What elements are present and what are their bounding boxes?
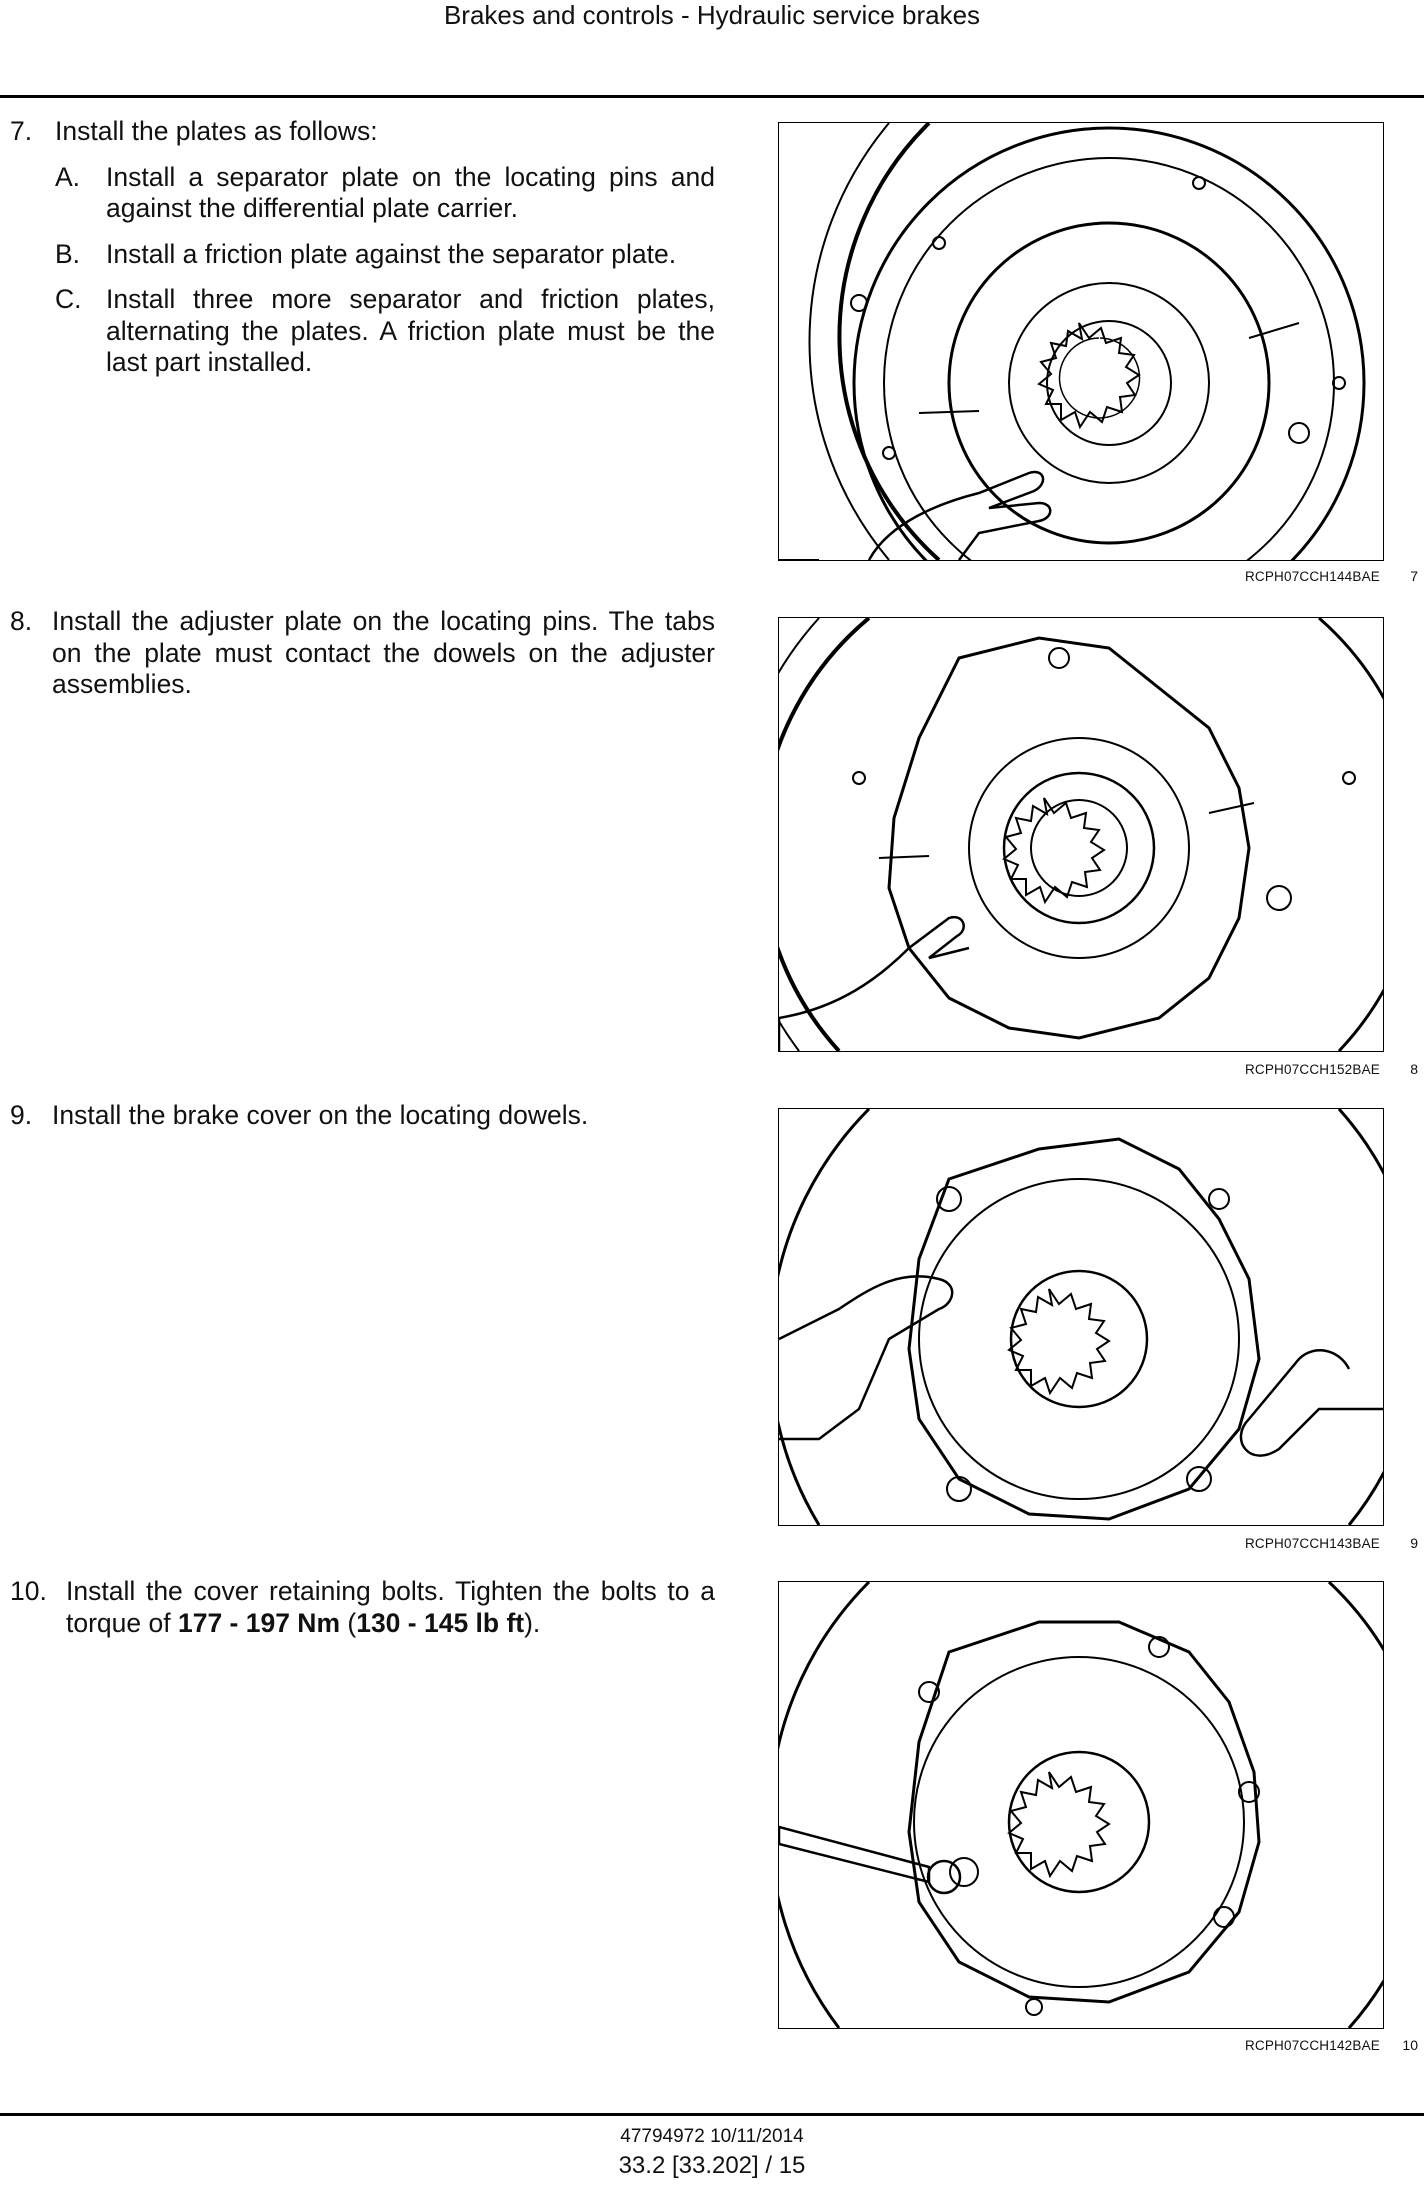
page-title: Brakes and controls - Hydraulic service … (443, 0, 981, 30)
step-number: 10. (10, 1576, 47, 1606)
figure-7 (778, 122, 1384, 561)
footer-rule (0, 2113, 1424, 2116)
figure-number: 7 (1410, 568, 1418, 584)
substep-text: Install a friction plate against the sep… (106, 238, 677, 269)
page-number: 33.2 [33.202] / 15 (618, 2152, 806, 2179)
figure-code: RCPH07CCH144BAE (1244, 569, 1380, 584)
figure-code: RCPH07CCH152BAE (1244, 1062, 1380, 1077)
brake-cover-install-illustration-icon (779, 1109, 1383, 1525)
friction-plate-install-illustration-icon (779, 123, 1366, 560)
substep-letter: C. (55, 284, 82, 314)
figure-number: 9 (1410, 1535, 1418, 1551)
step-number: 9. (10, 1100, 33, 1130)
torque-lbft: 130 - 145 lb ft (356, 1607, 525, 1638)
figure-10 (778, 1581, 1384, 2029)
substep-text: Install a separator plate on the locatin… (106, 161, 715, 224)
doc-id: 47794972 10/11/2014 (620, 2126, 804, 2147)
substep-b: B. Install a friction plate against the … (10, 239, 715, 271)
step-9: 9. Install the brake cover on the locati… (10, 1100, 715, 1132)
header-rule (0, 95, 1424, 98)
step-number: 7. (10, 116, 33, 146)
adjuster-plate-install-illustration-icon (779, 618, 1383, 1051)
step-10: 10. Install the cover retaining bolts. T… (10, 1576, 715, 1639)
substep-letter: A. (55, 161, 81, 192)
step-8: 8. Install the adjuster plate on the loc… (10, 606, 715, 701)
step-7: 7. Install the plates as follows: A. Ins… (10, 116, 715, 379)
bolt-torque-illustration-icon (779, 1582, 1383, 2028)
figure-number: 10 (1402, 2037, 1418, 2053)
step-text: Install the cover retaining bolts. Tight… (66, 1576, 715, 1638)
substep-a: A. Install a separator plate on the loca… (10, 162, 715, 225)
figure-9 (778, 1108, 1384, 1526)
torque-nm: 177 - 197 Nm (177, 1607, 341, 1638)
step-text: Install the brake cover on the locating … (52, 1100, 589, 1130)
substep-letter: B. (55, 238, 81, 269)
page-header: Brakes and controls - Hydraulic service … (0, 0, 1424, 97)
figure-code: RCPH07CCH142BAE (1244, 2038, 1380, 2053)
step-number: 8. (10, 606, 33, 636)
figure-code: RCPH07CCH143BAE (1244, 1536, 1380, 1551)
figure-8 (778, 617, 1384, 1052)
substep-c: C. Install three more separator and fric… (10, 284, 715, 379)
figure-number: 8 (1410, 1061, 1418, 1077)
substep-text: Install three more separator and frictio… (106, 284, 715, 377)
step-text: Install the adjuster plate on the locati… (52, 606, 715, 699)
step-text: Install the plates as follows: (55, 116, 378, 146)
